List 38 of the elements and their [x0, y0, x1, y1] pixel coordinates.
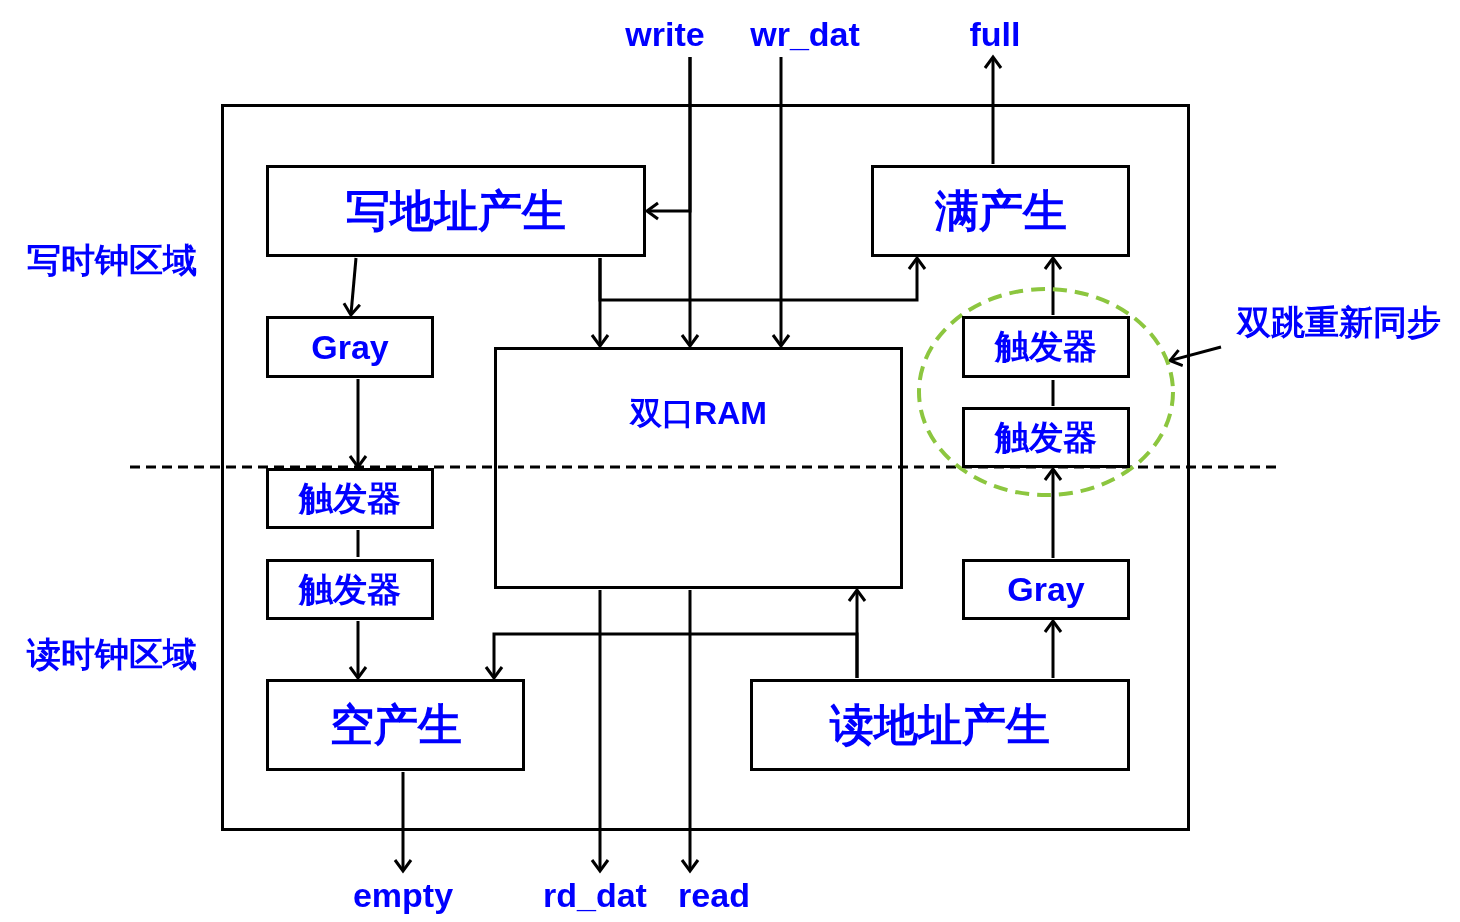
signal-label: wr_dat [735, 12, 875, 56]
arrow [342, 257, 362, 317]
outer-frame [221, 104, 1190, 831]
arrow [771, 57, 791, 348]
process-box: Gray [962, 559, 1130, 620]
region-label: 读时钟区域 [25, 634, 198, 675]
annotation-label: 双跳重新同步 [1222, 298, 1456, 348]
memory-box: 双口RAM [494, 347, 903, 589]
signal-label: empty [338, 872, 468, 918]
arrow [680, 57, 700, 348]
connector-line [356, 530, 360, 557]
signal-label: full [955, 12, 1035, 56]
process-box: 触发器 [266, 559, 434, 620]
process-box: 触发器 [962, 316, 1130, 378]
process-box: 读地址产生 [750, 679, 1130, 771]
process-box: 触发器 [962, 407, 1130, 468]
process-box: 满产生 [871, 165, 1130, 257]
arrow [1168, 345, 1222, 368]
arrow [590, 590, 610, 873]
process-box: 空产生 [266, 679, 525, 771]
connector-line [1051, 380, 1055, 406]
signal-label: read [672, 872, 756, 918]
signal-label: rd_dat [522, 872, 668, 918]
arrow [680, 590, 700, 873]
arrow [348, 621, 368, 680]
arrow [1043, 467, 1063, 558]
process-box: 写地址产生 [266, 165, 646, 257]
arrow [484, 632, 859, 680]
region-label: 写时钟区域 [26, 240, 198, 281]
arrow [1043, 619, 1063, 678]
arrow [1043, 256, 1063, 315]
process-box: Gray [266, 316, 434, 378]
arrow [348, 379, 368, 469]
arrow [983, 55, 1003, 164]
process-box: 触发器 [266, 468, 434, 529]
arrow [393, 772, 413, 873]
arrow [598, 256, 927, 302]
signal-label: write [612, 12, 718, 56]
